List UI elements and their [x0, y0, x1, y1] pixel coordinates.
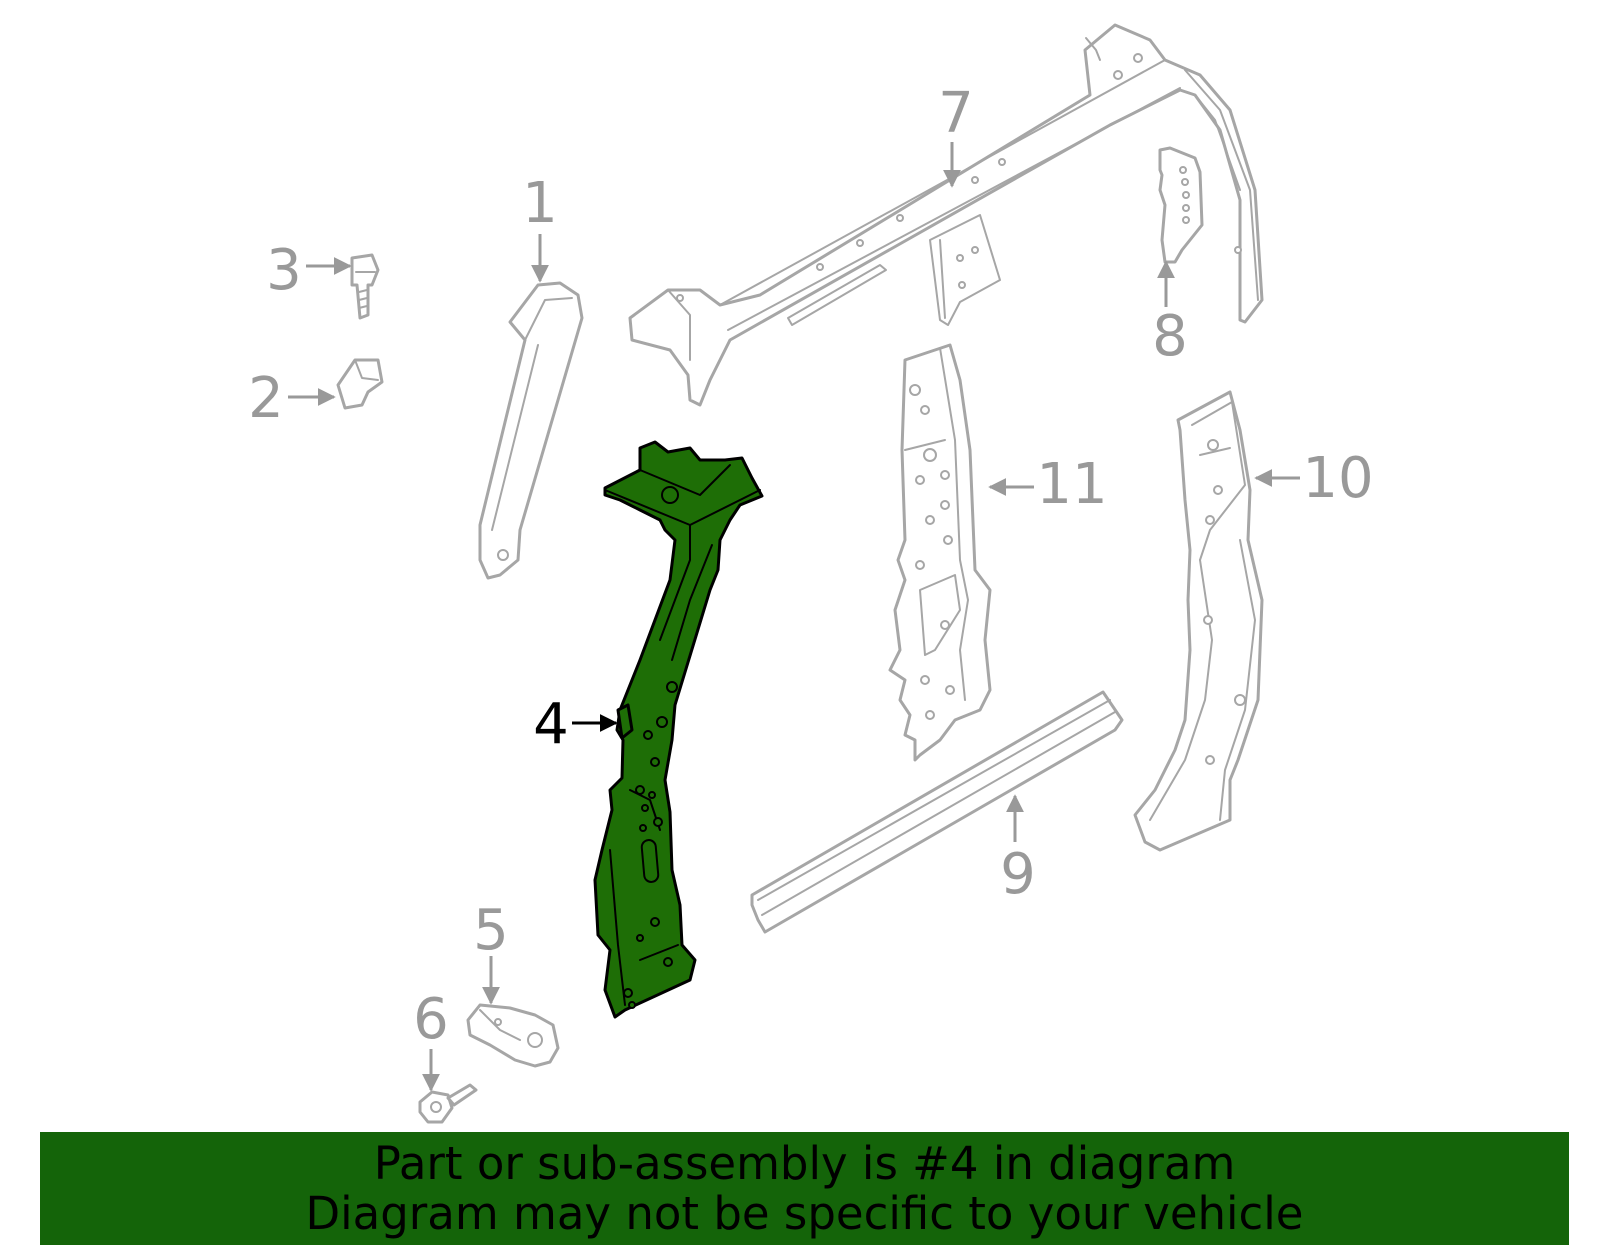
callout-8: 8	[1152, 304, 1188, 369]
part-11-inner-panel[interactable]	[888, 343, 992, 762]
part-3-bolt[interactable]	[350, 253, 380, 320]
callout-7: 7	[938, 81, 974, 146]
part-10-outer-panel[interactable]	[1133, 390, 1264, 852]
callout-1: 1	[522, 171, 558, 236]
callout-4: 4	[533, 692, 569, 757]
callout-3: 3	[266, 238, 302, 303]
part-6-bolt[interactable]	[418, 1083, 478, 1124]
part-8-bracket[interactable]	[1158, 146, 1204, 264]
callout-11: 11	[1036, 452, 1107, 517]
part-2-clip[interactable]	[336, 358, 384, 410]
callout-arrows	[288, 142, 1300, 1092]
callout-labels: 1 2 3 4 5 6 7 8 9 10 11	[248, 81, 1373, 1052]
part-5-bracket[interactable]	[466, 1003, 560, 1068]
part-4-pillar-reinforcement[interactable]	[593, 440, 764, 1019]
callout-10: 10	[1302, 446, 1373, 511]
callout-5: 5	[473, 898, 509, 963]
banner-line-2: Diagram may not be specific to your vehi…	[305, 1186, 1304, 1240]
part-1-pillar-trim[interactable]	[478, 281, 584, 580]
notice-banner: Part or sub-assembly is #4 in diagram Di…	[40, 1132, 1569, 1245]
part-9-rocker-sill[interactable]	[750, 690, 1124, 934]
callout-9: 9	[1000, 842, 1036, 907]
callout-6: 6	[413, 987, 449, 1052]
callout-2: 2	[248, 366, 284, 431]
part-7-roof-rail[interactable]	[628, 23, 1264, 407]
banner-line-1: Part or sub-assembly is #4 in diagram	[373, 1136, 1236, 1190]
